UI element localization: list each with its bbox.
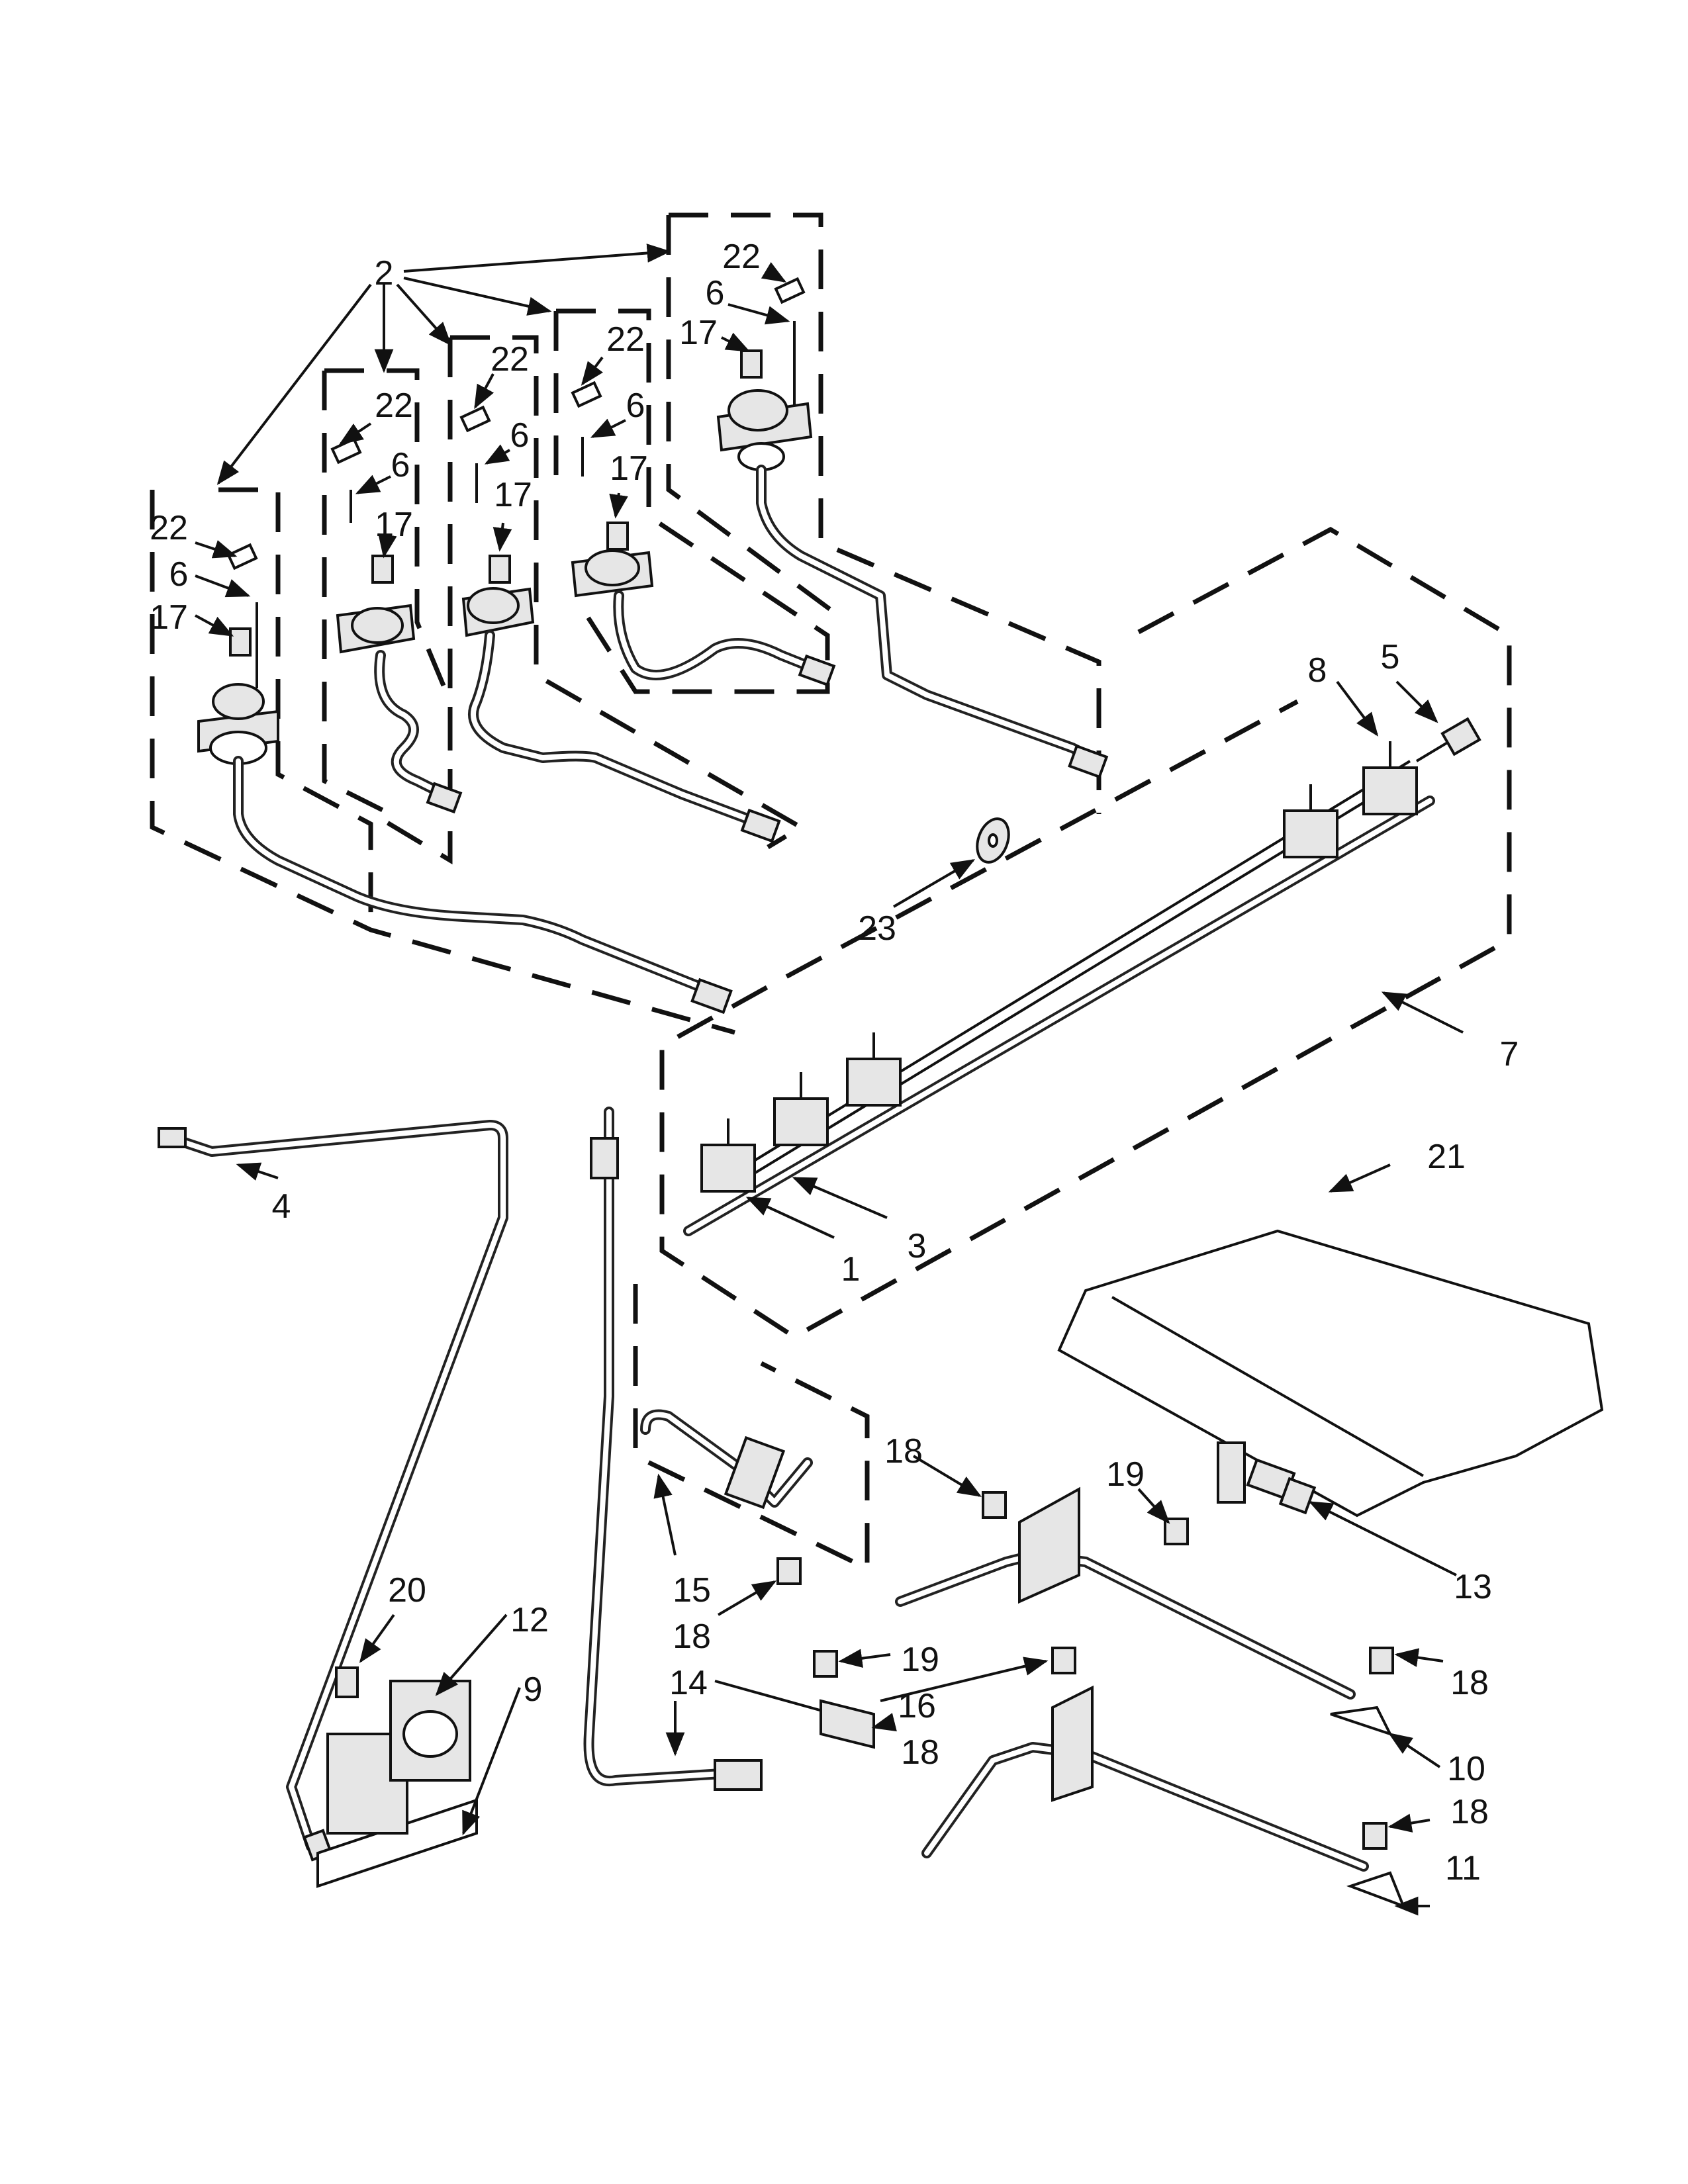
callout-18-b: 18 bbox=[673, 1617, 711, 1656]
callout-18-a: 18 bbox=[884, 1432, 923, 1471]
manifold-assembly bbox=[683, 717, 1481, 1236]
outline-valve-2-left bbox=[322, 371, 392, 817]
callout-2: 2 bbox=[375, 254, 394, 293]
outline-valve-5-left bbox=[666, 215, 849, 624]
callout-11: 11 bbox=[1445, 1849, 1481, 1888]
outline-valve-2 bbox=[324, 368, 453, 865]
callout-9: 9 bbox=[524, 1670, 543, 1709]
elbow-15 bbox=[640, 1409, 813, 1510]
callout-22-valve-2: 22 bbox=[375, 387, 413, 425]
harness-connector bbox=[1440, 717, 1481, 756]
callout-22-valve-5: 22 bbox=[722, 238, 761, 276]
outline-valve-4 bbox=[556, 308, 830, 694]
valve-assembly-5 bbox=[716, 277, 1109, 779]
heat-shield-21 bbox=[1057, 1229, 1604, 1518]
callout-6-valve-3: 6 bbox=[510, 416, 530, 455]
callout-19-b: 19 bbox=[901, 1641, 939, 1679]
leader-lines bbox=[195, 244, 1464, 1916]
callout-15: 15 bbox=[673, 1571, 711, 1610]
callout-1: 1 bbox=[841, 1250, 861, 1289]
callout-6-valve-2: 6 bbox=[391, 446, 410, 484]
callout-18-e: 18 bbox=[1450, 1793, 1489, 1831]
burner-10 bbox=[895, 1486, 1393, 1737]
callout-4: 4 bbox=[272, 1187, 291, 1226]
callout-6-valve-5: 6 bbox=[706, 274, 725, 312]
callout-8: 8 bbox=[1308, 651, 1327, 690]
callout-3: 3 bbox=[908, 1227, 927, 1265]
screws bbox=[776, 1491, 1394, 1850]
valve-assemblies bbox=[197, 277, 1109, 1015]
tube-4 bbox=[158, 1120, 508, 1862]
callout-17-valve-4: 17 bbox=[610, 449, 648, 488]
tube-14 bbox=[583, 1107, 763, 1791]
callout-10: 10 bbox=[1447, 1750, 1485, 1788]
valve-assembly-4 bbox=[571, 381, 836, 687]
screw-18-e bbox=[1362, 1822, 1387, 1850]
callout-21: 21 bbox=[1427, 1138, 1466, 1176]
callout-17-valve-1: 17 bbox=[150, 598, 188, 637]
callout-22-valve-3: 22 bbox=[491, 340, 529, 379]
orifice-13 bbox=[1217, 1441, 1317, 1515]
callout-17-valve-2: 17 bbox=[375, 506, 413, 544]
callout-13: 13 bbox=[1454, 1568, 1492, 1606]
screw-18-d bbox=[1369, 1647, 1394, 1674]
callout-7: 7 bbox=[1500, 1035, 1519, 1073]
outline-valve-1 bbox=[218, 487, 373, 930]
callout-20: 20 bbox=[388, 1571, 426, 1610]
callout-17-valve-5: 17 bbox=[679, 314, 718, 352]
screw-19-a bbox=[1164, 1518, 1189, 1545]
manifold-valves bbox=[700, 741, 1418, 1193]
screw-18-a bbox=[982, 1491, 1007, 1519]
valve-assembly-2 bbox=[330, 437, 463, 814]
screw-18-b bbox=[776, 1557, 802, 1585]
callout-6-valve-1: 6 bbox=[169, 555, 189, 594]
regulator-assembly bbox=[316, 1666, 478, 1888]
callout-12: 12 bbox=[510, 1601, 549, 1639]
screw-18-c bbox=[1051, 1647, 1076, 1674]
callout-labels: 2 22 6 17 22 6 17 22 6 17 22 6 17 22 6 1… bbox=[150, 238, 1519, 1888]
valve-assembly-3 bbox=[459, 405, 781, 843]
callout-16: 16 bbox=[898, 1687, 936, 1725]
screw-20 bbox=[335, 1666, 359, 1698]
assembly-outlines bbox=[150, 212, 1512, 1572]
callout-23: 23 bbox=[858, 909, 896, 948]
screw-19-b bbox=[813, 1650, 838, 1678]
callout-5: 5 bbox=[1381, 638, 1400, 676]
igniter-16 bbox=[714, 1680, 875, 1749]
callout-22-valve-4: 22 bbox=[606, 320, 645, 359]
outline-valve-1-left bbox=[150, 490, 735, 1035]
callout-18-d: 18 bbox=[1450, 1664, 1489, 1702]
outline-valve-5 bbox=[669, 212, 1102, 814]
callout-6-valve-4: 6 bbox=[626, 387, 645, 425]
burner-11 bbox=[921, 1685, 1406, 1909]
outline-manifold bbox=[659, 526, 1512, 1340]
callout-17-valve-3: 17 bbox=[494, 476, 532, 514]
callout-14: 14 bbox=[669, 1664, 708, 1702]
callout-19-a: 19 bbox=[1106, 1455, 1145, 1494]
callout-18-c: 18 bbox=[901, 1733, 939, 1772]
callout-22-valve-1: 22 bbox=[150, 509, 188, 547]
